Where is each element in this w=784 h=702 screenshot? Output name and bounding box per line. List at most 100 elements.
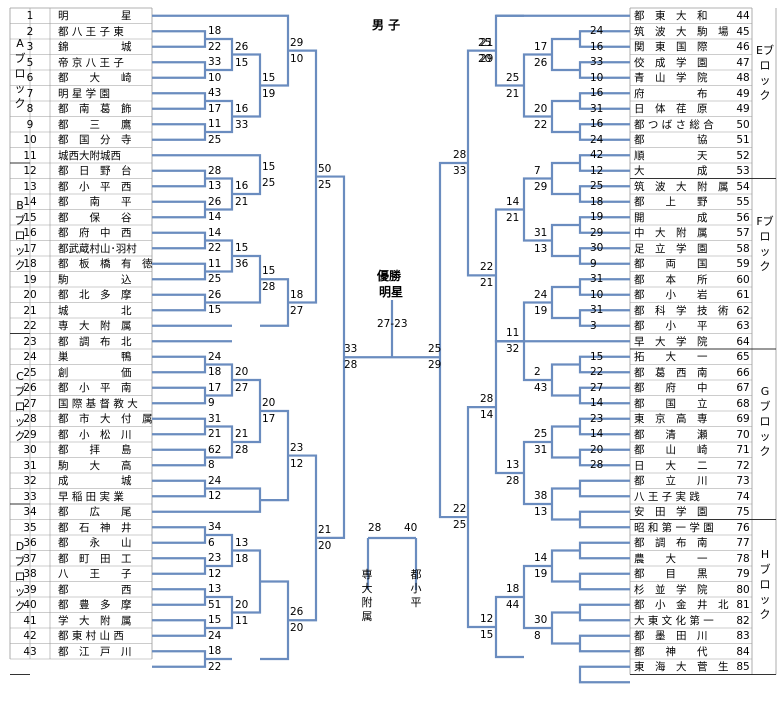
match-score: 10 xyxy=(590,71,604,84)
team-name: 都 国 立 xyxy=(634,397,708,410)
match-score: 62 xyxy=(208,443,222,456)
round1-bracket xyxy=(578,479,630,498)
team-number: 37 xyxy=(23,552,37,565)
match-score: 20 xyxy=(235,366,249,378)
team-name: 東 海 大 菅 生 xyxy=(634,661,729,673)
match-score: 15 xyxy=(235,56,249,69)
block-label: Gブロック xyxy=(759,385,771,459)
match-score: 26 xyxy=(208,195,222,208)
team-name: 都 協 xyxy=(634,134,708,146)
round1-bracket xyxy=(152,448,207,467)
team-name: 都 板 橋 有 徳 xyxy=(58,258,153,270)
match-score: 25 xyxy=(506,71,520,84)
team-name: 都 小 金 井 北 xyxy=(634,599,729,611)
team-name: 帝 京 八 王 子 xyxy=(58,56,124,69)
team-number: 30 xyxy=(23,444,37,456)
match-score: 26 xyxy=(290,606,304,619)
team-number: 54 xyxy=(736,180,750,193)
match-score: 16 xyxy=(235,180,249,192)
match-score: 15 xyxy=(262,265,276,278)
match-score: 2 xyxy=(534,366,541,378)
match-score: 20 xyxy=(318,539,332,552)
team-name: 都 広 尾 xyxy=(58,506,132,518)
match-score: 17 xyxy=(208,102,222,115)
block-label: Eブロック xyxy=(756,44,774,103)
team-name: 都 小 平 西 xyxy=(58,180,132,193)
match-score: 24 xyxy=(590,25,604,38)
team-name: 錦 城 xyxy=(58,41,132,53)
match-score: 28 xyxy=(453,149,467,161)
team-number: 69 xyxy=(736,413,750,425)
match-score: 27 xyxy=(290,304,304,317)
team-name: 学 大 附 属 xyxy=(58,614,132,627)
team-name: 駒 大 高 xyxy=(58,459,132,472)
team-name: 都 大 崎 xyxy=(58,72,132,84)
team-number: 35 xyxy=(23,521,37,534)
match-score: 18 xyxy=(208,25,222,38)
team-number: 79 xyxy=(736,568,750,580)
team-number: 60 xyxy=(736,273,750,286)
match-score: 15 xyxy=(590,350,604,363)
team-number: 66 xyxy=(736,366,750,379)
round2-bracket xyxy=(550,37,580,72)
match-score: 12 xyxy=(590,164,604,177)
match-score: 18 xyxy=(290,288,304,301)
team-number: 58 xyxy=(736,242,750,255)
match-score: 28 xyxy=(262,281,276,294)
team-name: 都 南 平 xyxy=(58,196,132,208)
round5-bracket xyxy=(466,406,496,629)
round2-bracket xyxy=(550,285,580,320)
match-score: 8 xyxy=(208,459,215,472)
team-number: 24 xyxy=(23,351,37,363)
match-score: 13 xyxy=(208,180,222,193)
team-name: 早 大 学 院 xyxy=(634,335,708,348)
team-name: 都 市 大 付 属 xyxy=(58,413,153,425)
match-score: 31 xyxy=(590,273,604,286)
team-number: 17 xyxy=(23,242,37,255)
match-score: 25 xyxy=(478,36,492,49)
round1-bracket xyxy=(152,169,207,188)
match-score: 12 xyxy=(290,457,304,470)
match-score: 26 xyxy=(534,56,548,69)
round1-bracket xyxy=(578,92,630,110)
round1-bracket xyxy=(578,309,630,327)
match-score: 38 xyxy=(534,490,548,502)
semifinal-bracket xyxy=(316,175,346,540)
round1-bracket xyxy=(578,216,630,234)
match-score: 34 xyxy=(208,521,222,534)
round1-bracket xyxy=(152,231,207,250)
team-name: 都武蔵村山･羽村 xyxy=(58,242,137,255)
team-name: 都 石 神 井 xyxy=(58,521,132,534)
team-number: 82 xyxy=(736,614,750,627)
match-score: 16 xyxy=(590,87,604,100)
team-name: 都 小 岩 xyxy=(634,289,708,301)
match-score: 12 xyxy=(208,567,222,580)
match-score: 25 xyxy=(318,178,332,191)
team-number: 29 xyxy=(23,428,37,441)
match-score: 24 xyxy=(208,629,222,642)
round5-bracket xyxy=(288,49,318,304)
team-number: 9 xyxy=(26,118,34,131)
team-number: 19 xyxy=(23,273,37,286)
third-place-right-team: 都小平 xyxy=(410,568,422,609)
round1-bracket xyxy=(578,61,630,79)
match-score: 14 xyxy=(480,409,494,422)
match-score: 24 xyxy=(208,474,222,487)
team-number: 64 xyxy=(736,335,750,348)
team-number: 49 xyxy=(736,103,750,115)
match-score: 10 xyxy=(208,71,222,84)
match-score: 14 xyxy=(208,226,222,239)
team-number: 78 xyxy=(736,552,750,565)
match-score: 3 xyxy=(590,319,597,332)
match-score: 22 xyxy=(208,660,222,673)
round1-bracket xyxy=(578,185,630,203)
round1-bracket xyxy=(578,541,630,560)
team-name: 専 大 附 属 xyxy=(58,320,132,332)
match-score: 27 xyxy=(235,382,249,394)
team-number: 63 xyxy=(736,320,750,332)
match-score: 42 xyxy=(590,149,604,162)
team-number: 47 xyxy=(736,56,750,69)
match-score: 29 xyxy=(428,359,442,372)
team-number: 45 xyxy=(736,25,750,38)
team-name: 都 江 戸 川 xyxy=(58,645,132,658)
